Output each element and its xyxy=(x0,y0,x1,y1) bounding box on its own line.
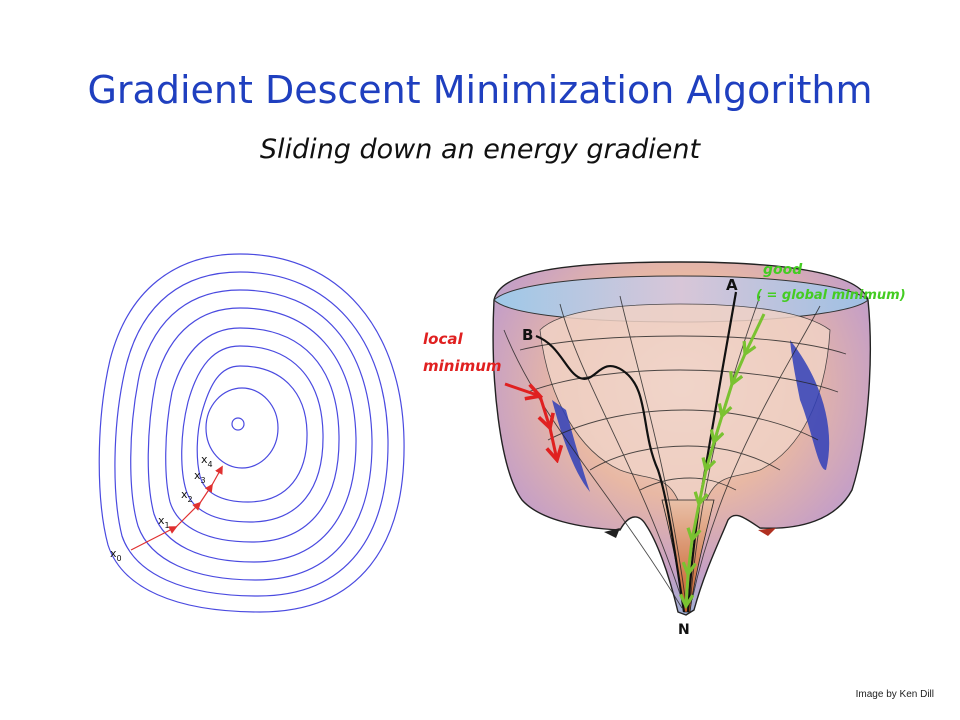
contour-ring xyxy=(205,387,279,469)
left-notch xyxy=(604,528,620,538)
slide-title: Gradient Descent Minimization Algorithm xyxy=(87,68,873,112)
path-label-a: A xyxy=(726,276,738,294)
path-label-b: B xyxy=(522,326,533,344)
local-minimum-arrows xyxy=(504,382,557,460)
contour-center xyxy=(231,417,245,431)
slide-subtitle: Sliding down an energy gradient xyxy=(259,134,701,165)
contour-ring xyxy=(130,289,373,581)
contour-ring xyxy=(114,271,389,597)
point-label-x2: x2 xyxy=(181,488,193,504)
contour-ring xyxy=(98,253,405,613)
point-label-x4: x4 xyxy=(201,453,213,469)
global-minimum-arrows xyxy=(686,313,766,606)
descent-path xyxy=(130,465,223,551)
good-label-line2: ( = global minimum) xyxy=(756,288,906,303)
contour-ring xyxy=(165,327,340,543)
point-label-x3: x3 xyxy=(194,469,206,485)
image-credit: Image by Ken Dill xyxy=(855,689,934,700)
funnel-mesh xyxy=(503,295,847,609)
energy-landscape xyxy=(492,261,871,616)
funnel-inner xyxy=(539,303,831,542)
right-channel xyxy=(790,340,830,470)
good-label-line1: good xyxy=(763,262,803,278)
iterate-labels: x0 x1 x2 x3 x4 xyxy=(110,453,213,563)
path-label-n: N xyxy=(678,622,690,638)
path-b xyxy=(535,334,686,613)
local-minimum-label-line2: minimum xyxy=(423,357,502,375)
contour-plot xyxy=(98,253,405,613)
contour-ring xyxy=(181,345,324,523)
local-minimum-label-line1: local xyxy=(423,330,463,348)
contour-ring xyxy=(147,307,357,563)
point-label-x1: x1 xyxy=(158,514,170,530)
right-notch xyxy=(758,528,776,536)
contour-ring xyxy=(196,365,308,503)
point-label-x0: x0 xyxy=(110,547,122,563)
